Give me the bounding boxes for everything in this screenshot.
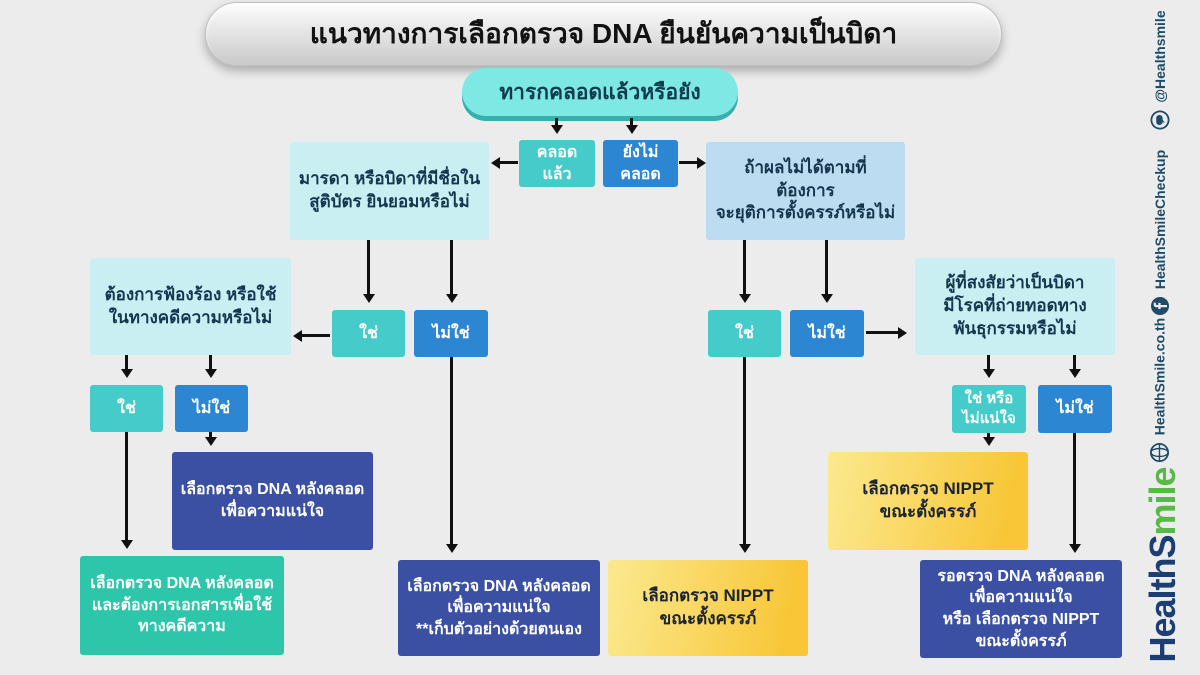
facebook-contact: HealthSmileCheckup [1150, 128, 1170, 338]
node-disease-yes-unsure: ใช่ หรือ ไม่แน่ใจ [952, 385, 1026, 433]
flow-arrow [363, 240, 375, 303]
line-handle: @Healthsmile [1152, 10, 1168, 103]
node-lawsuit-yes: ใช่ [90, 385, 163, 432]
node-consent-question: มารดา หรือบิดาที่มีชื่อใน สูติบัตร ยินยอ… [290, 142, 489, 240]
website-url: HealthSmile.co.th [1151, 317, 1168, 436]
result-nippt-pregnant-mid: เลือกตรวจ NIPPT ขณะตั้งครรภ์ [608, 560, 808, 656]
flow-arrow [205, 355, 217, 378]
flow-arrow [739, 357, 751, 553]
flow-arrow [491, 157, 518, 169]
node-born-no: ยังไม่ คลอด [603, 140, 678, 187]
flow-arrow [446, 240, 458, 303]
facebook-icon [1151, 297, 1169, 316]
node-consent-no: ไม่ใช่ [414, 310, 488, 357]
node-terminate-no: ไม่ใช่ [790, 310, 864, 357]
flow-arrow [446, 357, 458, 553]
logo-text-blue: HealthS [1142, 535, 1183, 663]
title-banner: แนวทางการเลือกตรวจ DNA ยืนยันความเป็นบิด… [205, 2, 1002, 66]
flow-arrow [293, 330, 330, 342]
flow-arrow [679, 157, 706, 169]
node-lawsuit-question: ต้องการฟ้องร้อง หรือใช้ ในทางคดีความหรือ… [90, 258, 291, 355]
flow-arrow [551, 118, 563, 134]
node-lawsuit-no: ไม่ใช่ [175, 385, 248, 432]
flow-arrow [866, 327, 907, 339]
website-contact: HealthSmile.co.th [1149, 298, 1170, 483]
result-nippt-pregnant-right: เลือกตรวจ NIPPT ขณะตั้งครรภ์ [828, 452, 1028, 550]
flow-arrow [1069, 355, 1081, 378]
node-terminate-yes: ใช่ [708, 310, 781, 357]
node-born-yes: คลอด แล้ว [519, 140, 595, 187]
flow-arrow [983, 355, 995, 378]
line-contact: @Healthsmile [1150, 0, 1170, 145]
node-disease-no: ไม่ใช่ [1038, 385, 1112, 433]
page-title: แนวทางการเลือกตรวจ DNA ยืนยันความเป็นบิด… [309, 18, 898, 49]
flow-arrow [739, 240, 751, 303]
result-dna-postbirth-legal: เลือกตรวจ DNA หลังคลอด และต้องการเอกสารเ… [80, 556, 284, 655]
flow-arrow [626, 118, 638, 134]
node-consent-yes: ใช่ [332, 310, 405, 357]
result-dna-postbirth-self: เลือกตรวจ DNA หลังคลอด เพื่อความแน่ใจ **… [398, 560, 600, 656]
node-baby-born-question: ทารกคลอดแล้วหรือยัง [462, 68, 738, 116]
result-wait-dna-or-nippt: รอตรวจ DNA หลังคลอด เพื่อความแน่ใจ หรือ … [920, 560, 1122, 658]
line-icon [1150, 110, 1170, 130]
flow-arrow [821, 240, 833, 303]
globe-icon [1149, 442, 1170, 462]
flow-arrow [983, 433, 995, 446]
flow-arrow [1069, 433, 1081, 553]
logo-text-green: mile [1142, 467, 1183, 536]
result-dna-postbirth-sure: เลือกตรวจ DNA หลังคลอด เพื่อความแน่ใจ [172, 452, 373, 550]
node-terminate-question: ถ้าผลไม่ได้ตามที่ ต้องการ จะยุติการตั้งค… [706, 142, 905, 240]
flow-arrow [205, 432, 217, 446]
flow-arrow [121, 432, 133, 549]
node-disease-question: ผู้ที่สงสัยว่าเป็นบิดา มีโรคที่ถ่ายทอดทา… [915, 258, 1115, 355]
flow-arrow [121, 355, 133, 378]
facebook-handle: HealthSmileCheckup [1152, 149, 1168, 290]
